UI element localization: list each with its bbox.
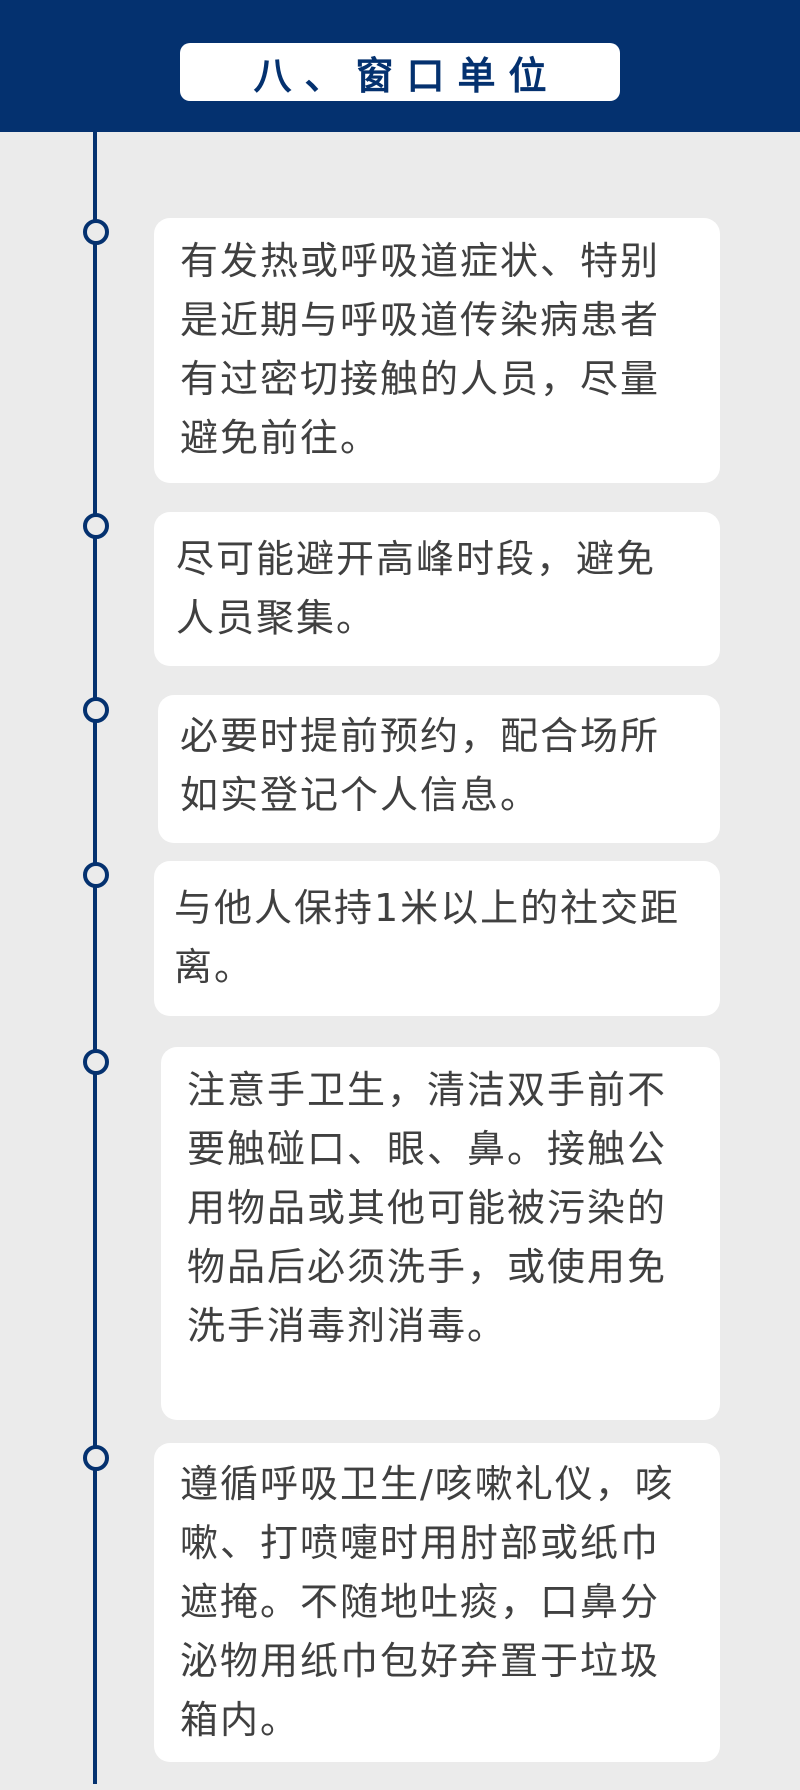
timeline-card-text: 必要时提前预约，配合场所如实登记个人信息。 <box>180 714 661 817</box>
timeline-card-text: 注意手卫生，清洁双手前不要触碰口、眼、鼻。接触公用物品或其他可能被污染的物品后必… <box>187 1068 668 1348</box>
timeline-node <box>83 1049 109 1075</box>
timeline-card: 注意手卫生，清洁双手前不要触碰口、眼、鼻。接触公用物品或其他可能被污染的物品后必… <box>161 1047 720 1420</box>
timeline-card-text: 有发热或呼吸道症状、特别是近期与呼吸道传染病患者有过密切接触的人员，尽量避免前往… <box>180 239 661 460</box>
timeline-card: 与他人保持1米以上的社交距离。 <box>154 861 720 1016</box>
timeline-node <box>83 513 109 539</box>
timeline-node <box>83 697 109 723</box>
timeline-card: 尽可能避开高峰时段，避免人员聚集。 <box>154 512 720 666</box>
page-title: 八、窗口单位 <box>253 52 560 98</box>
timeline-card-text: 遵循呼吸卫生/咳嗽礼仪，咳嗽、打喷嚏时用肘部或纸巾遮掩。不随地吐痰，口鼻分泌物用… <box>180 1462 675 1742</box>
timeline-node <box>83 219 109 245</box>
title-pill: 八、窗口单位 <box>180 43 620 101</box>
timeline-node <box>83 1445 109 1471</box>
timeline-line <box>93 132 97 1784</box>
timeline-card: 遵循呼吸卫生/咳嗽礼仪，咳嗽、打喷嚏时用肘部或纸巾遮掩。不随地吐痰，口鼻分泌物用… <box>154 1443 720 1762</box>
timeline-card: 有发热或呼吸道症状、特别是近期与呼吸道传染病患者有过密切接触的人员，尽量避免前往… <box>154 218 720 483</box>
section-header: 八、窗口单位 <box>0 0 800 132</box>
timeline-card: 必要时提前预约，配合场所如实登记个人信息。 <box>158 695 720 843</box>
timeline-card-text: 尽可能避开高峰时段，避免人员聚集。 <box>176 537 657 640</box>
timeline-node <box>83 862 109 888</box>
timeline-card-text: 与他人保持1米以上的社交距离。 <box>174 886 681 989</box>
